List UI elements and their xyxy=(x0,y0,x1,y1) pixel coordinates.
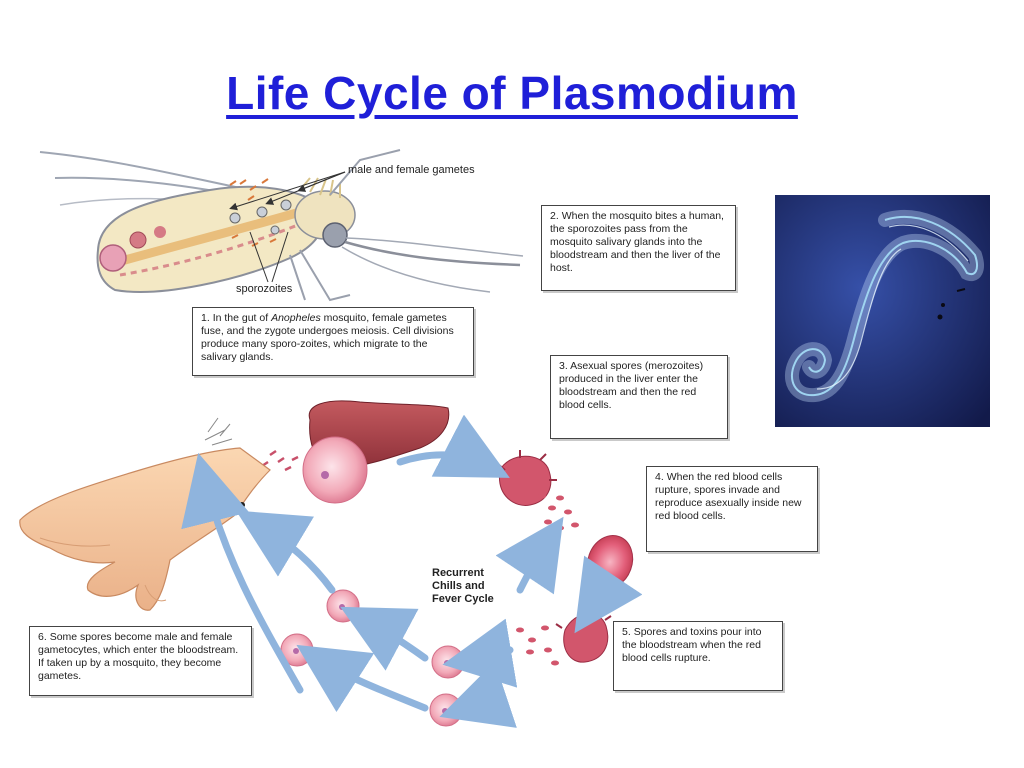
step-3-text: Asexual spores (merozoites) produced in … xyxy=(559,360,704,411)
step-3-note: 3. Asexual spores (merozoites) produced … xyxy=(550,355,728,439)
step-1-text-italic: Anopheles xyxy=(271,312,321,324)
step-4-text: When the red blood cells rupture, spores… xyxy=(655,471,802,522)
micrograph-image xyxy=(775,195,990,427)
step-5-number: 5. xyxy=(622,626,631,638)
gametocyte-cells xyxy=(280,589,465,727)
liver-cell xyxy=(302,436,368,504)
step-1-text-pre: In the gut of xyxy=(212,312,269,324)
gametes-label: male and female gametes xyxy=(348,164,475,176)
step-6-text: Some spores become male and female gamet… xyxy=(38,631,239,682)
step-5-text: Spores and toxins pour into the bloodstr… xyxy=(622,626,762,664)
hand-illustration xyxy=(19,417,271,611)
step-6-note: 6. Some spores become male and female ga… xyxy=(29,626,252,696)
step-1-note: 1. In the gut of Anopheles mosquito, fem… xyxy=(192,307,474,376)
merozoites-released-bottom xyxy=(516,625,559,666)
ruptured-cell-top xyxy=(498,450,557,506)
merozoites-entry xyxy=(261,449,299,472)
ruptured-cell-bottom xyxy=(555,604,612,663)
cycle-label-line-3: Fever Cycle xyxy=(432,593,494,605)
slide-title: Life Cycle of Plasmodium xyxy=(226,67,798,119)
cycle-label-line-2: Chills and xyxy=(432,580,485,592)
red-blood-cell-right xyxy=(586,535,634,589)
micrograph-worm-icon xyxy=(775,195,990,427)
cycle-label: Recurrent Chills and Fever Cycle xyxy=(432,567,494,606)
step-1-text-post: mosquito, female gametes fuse, and the z… xyxy=(201,312,454,363)
step-4-note: 4. When the red blood cells rupture, spo… xyxy=(646,466,818,552)
step-5-note: 5. Spores and toxins pour into the blood… xyxy=(613,621,783,691)
cycle-label-line-1: Recurrent xyxy=(432,567,484,579)
step-6-number: 6. xyxy=(38,631,47,643)
mosquito-illustration xyxy=(39,149,524,302)
sporozoites-label: sporozoites xyxy=(236,283,293,295)
step-2-text: When the mosquito bites a human, the spo… xyxy=(550,210,724,274)
cycle-arrows xyxy=(181,414,643,728)
step-3-number: 3. xyxy=(559,360,568,372)
step-1-number: 1. xyxy=(201,312,210,324)
step-4-number: 4. xyxy=(655,471,664,483)
step-2-number: 2. xyxy=(550,210,559,222)
merozoites-released-top xyxy=(538,493,579,531)
step-2-note: 2. When the mosquito bites a human, the … xyxy=(541,205,736,291)
